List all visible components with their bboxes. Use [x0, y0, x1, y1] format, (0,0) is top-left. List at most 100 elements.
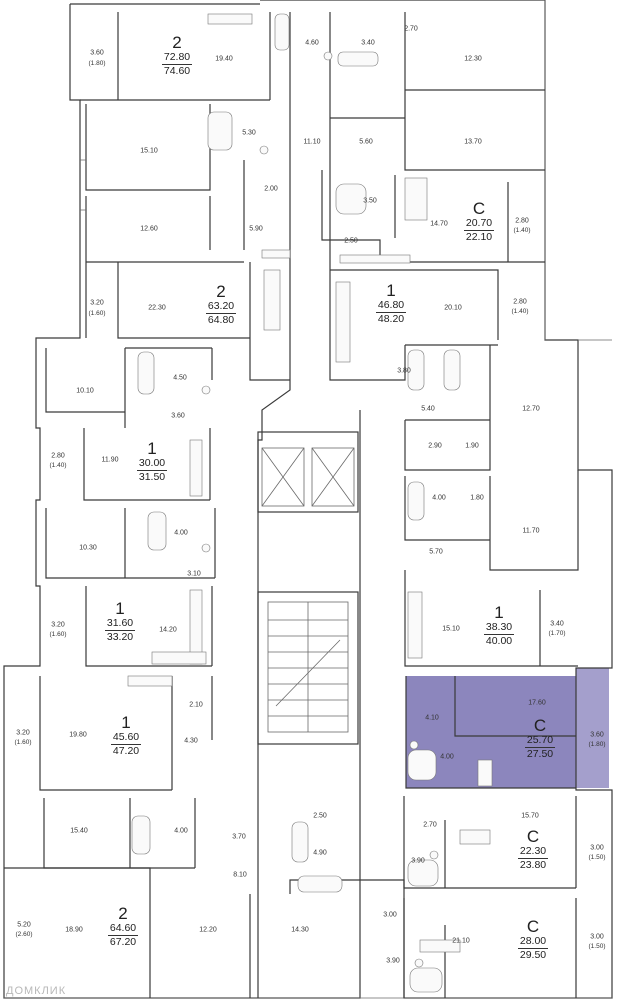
apartment-living-area: 20.70: [465, 216, 493, 229]
room-area: 3.80: [397, 367, 411, 375]
room-area: 14.20: [159, 626, 177, 634]
divider: [105, 629, 135, 631]
apartment-rooms: 1: [147, 439, 157, 458]
apartment-total-area: 22.10: [465, 230, 493, 243]
room-area: 4.30: [184, 737, 198, 745]
apartment-rooms: C: [526, 917, 540, 936]
room-area: 4.00: [432, 494, 446, 502]
kitchen-counters: [127, 13, 493, 953]
room-area: 2.80: [515, 217, 529, 225]
apartment-total-area: 64.80: [207, 313, 235, 326]
apartment-living-area: 46.80: [377, 298, 405, 311]
room-area: 3.20: [51, 621, 65, 629]
divider: [518, 947, 548, 949]
apartment-label[interactable]: C 20.70 22.10: [464, 200, 494, 243]
apartment-label[interactable]: 2 64.60 67.20: [108, 905, 138, 948]
room-area: 3.40: [550, 620, 564, 628]
room-area: 4.90: [313, 849, 327, 857]
apartment-label[interactable]: C 28.00 29.50: [518, 918, 548, 961]
room-area: 3.10: [187, 570, 201, 578]
room-area: 2.50: [344, 237, 358, 245]
room-area: 19.40: [215, 55, 233, 63]
left-wing-walls: [4, 12, 360, 998]
apartment-living-area: 45.60: [112, 730, 140, 743]
divider: [464, 229, 494, 231]
room-area: 4.10: [425, 714, 439, 722]
apartment-living-area: 25.70: [526, 733, 554, 746]
room-area: 10.10: [76, 387, 94, 395]
apartment-label[interactable]: 1 46.80 48.20: [376, 282, 406, 325]
building-core: [257, 12, 361, 998]
room-area-balcony: (1.60): [14, 738, 32, 746]
room-area-balcony: (1.40): [49, 461, 67, 469]
apartment-label[interactable]: 1 30.00 31.50: [137, 440, 167, 483]
room-area: 1.90: [465, 442, 479, 450]
apartment-total-area: 48.20: [377, 312, 405, 325]
divider: [206, 312, 236, 314]
apartment-label[interactable]: 1 45.60 47.20: [111, 714, 141, 757]
room-area: 5.60: [359, 138, 373, 146]
room-area-balcony: (1.40): [511, 307, 529, 315]
room-area-balcony: (1.80): [88, 59, 106, 67]
room-area: 4.60: [305, 39, 319, 47]
room-area: 5.30: [242, 129, 256, 137]
room-area: 11.10: [303, 138, 321, 146]
room-area-balcony: (1.70): [548, 629, 566, 637]
room-area: 18.90: [65, 926, 83, 934]
room-area: 2.70: [404, 25, 418, 33]
room-area: 22.30: [148, 304, 166, 312]
room-area: 3.60: [90, 49, 104, 57]
apartment-label[interactable]: 2 63.20 64.80: [206, 283, 236, 326]
right-wing-walls: [321, 12, 579, 998]
apartment-living-area: 72.80: [163, 50, 191, 63]
apartment-total-area: 33.20: [106, 630, 134, 643]
apartment-label[interactable]: 1 31.60 33.20: [105, 600, 135, 643]
room-area-balcony: (1.80): [588, 740, 606, 748]
room-area: 3.70: [232, 833, 246, 841]
room-area: 3.20: [90, 299, 104, 307]
watermark-logo: ДОМКЛИК: [6, 985, 67, 997]
apartment-rooms: C: [472, 199, 486, 218]
selected-apartment-highlight[interactable]: [406, 668, 609, 788]
apartment-label[interactable]: C 25.70 27.50: [525, 717, 555, 760]
room-area: 3.40: [361, 39, 375, 47]
room-area-balcony: (1.40): [513, 226, 531, 234]
room-area-balcony: (1.50): [588, 942, 606, 950]
divider: [518, 857, 548, 859]
apartment-rooms: 2: [118, 904, 128, 923]
room-area: 2.90: [428, 442, 442, 450]
room-area: 3.00: [590, 844, 604, 852]
room-area: 3.60: [590, 731, 604, 739]
room-area: 12.30: [464, 55, 482, 63]
divider: [137, 469, 167, 471]
apartment-living-area: 31.60: [106, 616, 134, 629]
room-area: 13.70: [464, 138, 482, 146]
apartment-total-area: 27.50: [526, 747, 554, 760]
room-area: 2.70: [423, 821, 437, 829]
divider: [108, 934, 138, 936]
apartment-total-area: 40.00: [485, 634, 513, 647]
divider: [376, 311, 406, 313]
apartment-total-area: 74.60: [163, 64, 191, 77]
room-area: 14.70: [430, 220, 448, 228]
room-area: 15.70: [521, 812, 539, 820]
room-area: 21.10: [452, 937, 470, 945]
apartment-rooms: 1: [121, 713, 131, 732]
apartment-label[interactable]: 2 72.80 74.60: [162, 34, 192, 77]
room-area-balcony: (1.60): [88, 309, 106, 317]
room-area: 19.80: [69, 731, 87, 739]
room-area: 11.90: [101, 456, 119, 464]
divider: [162, 63, 192, 65]
apartment-rooms: 2: [216, 282, 226, 301]
apartment-total-area: 31.50: [138, 470, 166, 483]
apartment-label[interactable]: C 22.30 23.80: [518, 828, 548, 871]
room-area: 12.20: [199, 926, 217, 934]
room-area: 3.20: [16, 729, 30, 737]
apartment-total-area: 47.20: [112, 744, 140, 757]
room-area-balcony: (2.60): [15, 930, 33, 938]
room-area: 5.20: [17, 921, 31, 929]
apartment-living-area: 30.00: [138, 456, 166, 469]
apartment-label[interactable]: 1 38.30 40.00: [484, 604, 514, 647]
room-area: 5.90: [249, 225, 263, 233]
